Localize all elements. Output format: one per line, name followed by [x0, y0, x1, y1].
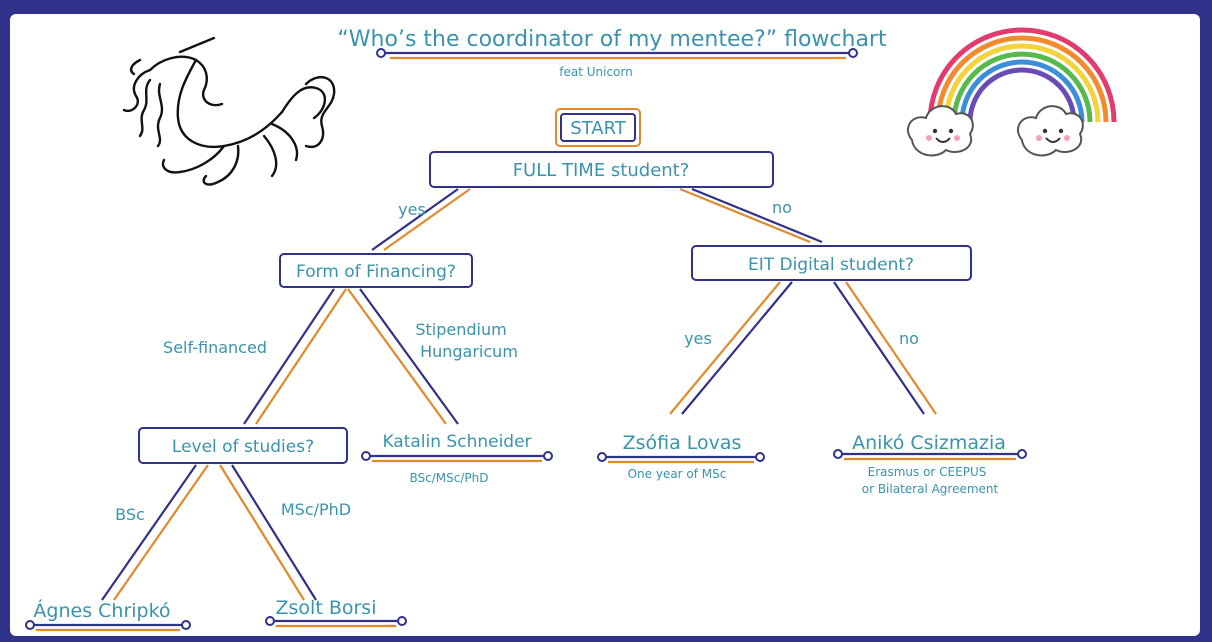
connectors — [101, 187, 937, 601]
katalin-underline-left-dot — [361, 451, 371, 461]
coordinator-zsolt-name: Zsolt Borsi — [276, 597, 377, 619]
level-node — [138, 427, 348, 464]
connector-no1-orange — [679, 187, 811, 244]
edge-label-msc-phd: MSc/PhD — [281, 500, 351, 519]
zsolt-underline-left-dot — [265, 616, 275, 626]
connector-stipendium-blue — [359, 288, 459, 425]
coordinator-aniko-note-line1: Erasmus or CEEPUS — [868, 465, 987, 479]
diagram-subtitle: feat Unicorn — [559, 65, 632, 79]
aniko-underline-left-dot — [833, 449, 843, 459]
connector-self-financed-blue — [243, 288, 335, 425]
coordinator-agnes-name: Ágnes Chripkó — [33, 599, 170, 622]
start-node — [560, 113, 636, 142]
edge-label-self-financed: Self-financed — [163, 338, 267, 357]
coordinator-aniko-name: Anikó Csizmazia — [852, 432, 1006, 454]
connector-stipendium-orange — [347, 288, 447, 425]
connector-yes1-orange — [383, 188, 471, 251]
connector-yes2-orange — [669, 281, 781, 415]
start-node-label: START — [570, 118, 627, 139]
connector-bsc-orange — [113, 464, 209, 601]
connector-bsc-blue — [101, 464, 197, 601]
connector-yes2-blue — [681, 281, 793, 415]
connector-no1-blue — [691, 187, 823, 244]
aniko-underline-right-dot — [1017, 449, 1027, 459]
connector-no2-blue — [833, 281, 925, 415]
title-underline-right-dot — [848, 48, 858, 58]
zsofia-underline-left-dot — [597, 452, 607, 462]
financing-node — [279, 253, 473, 288]
edge-label-bsc: BSc — [115, 505, 145, 524]
katalin-underline-right-dot — [543, 451, 553, 461]
coordinator-aniko-note-line2: or Bilateral Agreement — [862, 482, 999, 496]
eit-node — [691, 245, 972, 281]
connector-no2-orange — [845, 281, 937, 415]
zsolt-underline-right-dot — [397, 616, 407, 626]
coordinator-zsofia-name: Zsófia Lovas — [623, 432, 742, 454]
connector-msc-phd-blue — [231, 464, 317, 601]
zsofia-underline-right-dot — [755, 452, 765, 462]
diagram-title: “Who’s the coordinator of my mentee?” fl… — [337, 27, 887, 52]
edge-label-no2: no — [899, 329, 919, 348]
connector-self-financed-orange — [255, 288, 347, 425]
rainbow-with-clouds-illustration — [907, 27, 1117, 157]
coordinator-zsofia-note: One year of MSc — [628, 467, 727, 481]
connector-msc-phd-orange — [219, 464, 305, 601]
coordinator-katalin-note: BSc/MSc/PhD — [410, 471, 489, 485]
full-time-node — [429, 151, 774, 188]
eit-node-label: EIT Digital student? — [748, 255, 914, 275]
full-time-node-label: FULL TIME student? — [513, 160, 690, 181]
agnes-underline-left-dot — [25, 620, 35, 630]
edge-label-yes2: yes — [684, 329, 712, 348]
edge-label-stipendium-line2: Hungaricum — [420, 342, 518, 361]
title-underline-left-dot — [376, 48, 386, 58]
edge-label-yes1: yes — [398, 200, 426, 219]
coordinator-katalin-name: Katalin Schneider — [382, 432, 531, 452]
connector-yes1-blue — [371, 188, 459, 251]
agnes-underline-right-dot — [181, 620, 191, 630]
unicorn-illustration — [122, 36, 336, 186]
level-node-label: Level of studies? — [172, 437, 314, 457]
edge-label-stipendium-line1: Stipendium — [415, 320, 506, 339]
edge-label-no1: no — [772, 198, 792, 217]
financing-node-label: Form of Financing? — [296, 262, 456, 282]
